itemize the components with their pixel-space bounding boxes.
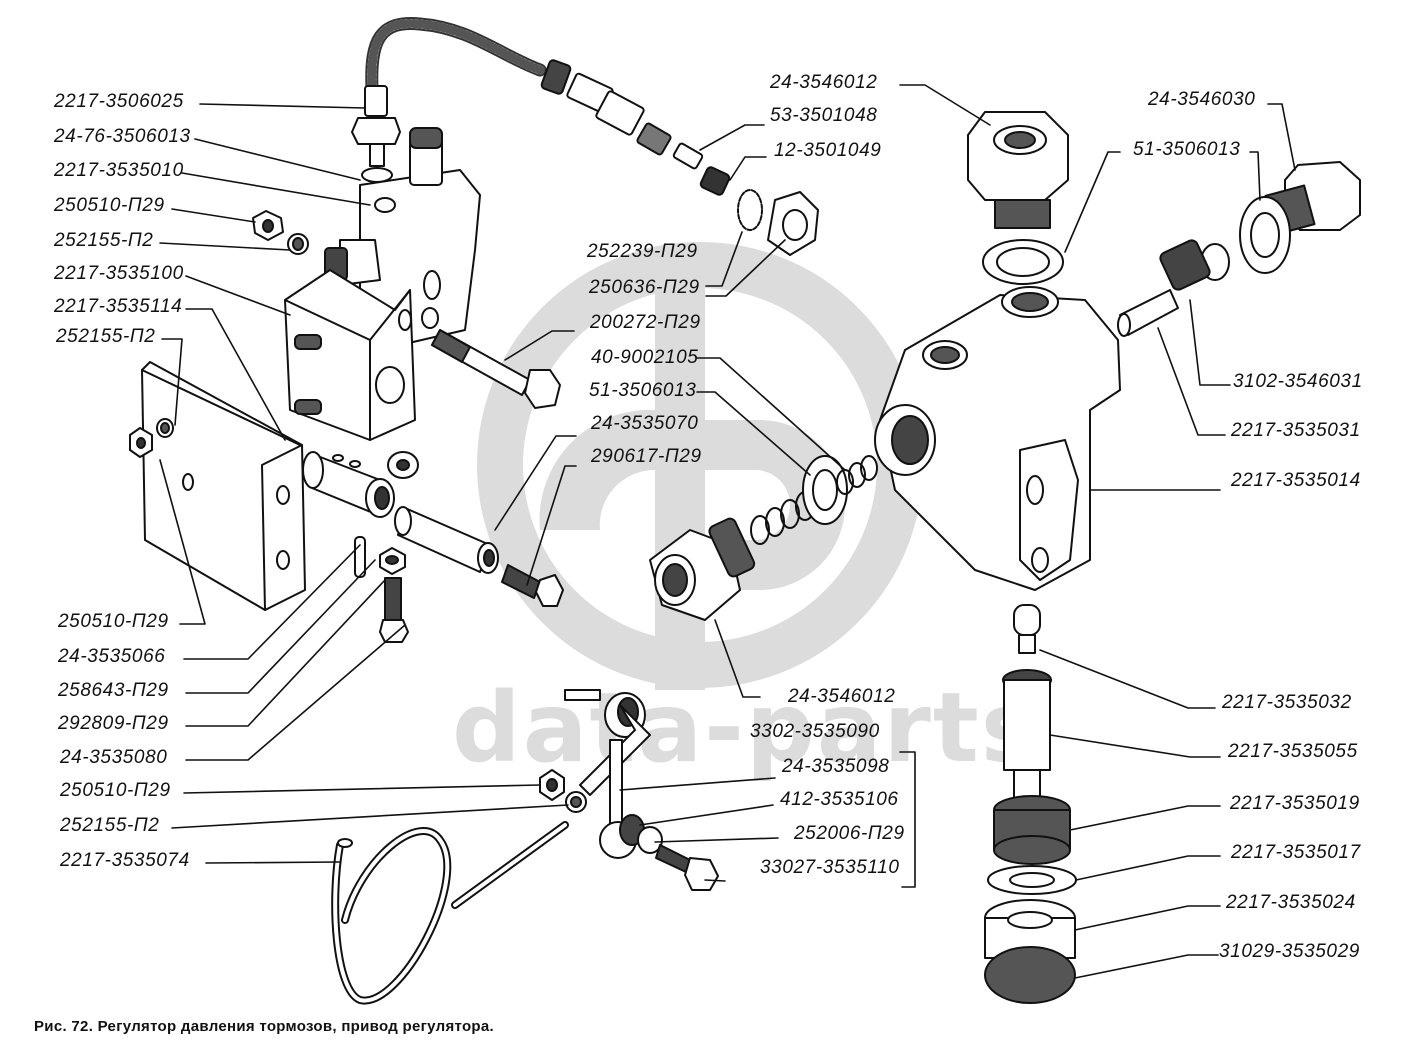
callout-label: 3302-3535090 [750,721,880,742]
callout-label: 51-3506013 [1133,139,1241,160]
watermark-text: data-parts [452,672,1040,784]
leader-lines [159,84,1296,979]
callout-label: 2217-3535100 [54,263,184,284]
callout-label: 252155-П2 [54,230,154,251]
callout-label: 33027-3535110 [760,857,900,878]
callout-label: 250510-П29 [60,780,171,801]
long-bolt-drawing [431,329,561,409]
callout-label: 258643-П29 [58,680,169,701]
callout-label: 24-3535066 [58,646,166,667]
callout-label: 40-9002105 [591,347,699,368]
callout-label: 250636-П29 [589,277,700,298]
callout-label: 252155-П2 [60,815,160,836]
callout-label: 3102-3546031 [1233,371,1363,392]
pin-nut-bolt-drawing [354,536,409,643]
callout-label: 24-3535098 [782,756,890,777]
callout-label: 24-3546012 [788,686,896,707]
spring-assembly-drawing [649,455,878,621]
callout-label: 51-3506013 [589,380,697,401]
callout-label: 250510-П29 [54,195,165,216]
piston-stack-drawing [984,604,1077,1004]
callout-label: 2217-3535074 [60,850,190,871]
callout-label: 290617-П29 [591,446,702,467]
callout-label: 2217-3535055 [1228,741,1358,762]
callout-label: 2217-3535031 [1231,420,1361,441]
callout-label: 2217-3535014 [1231,470,1361,491]
callout-label: 31029-3535029 [1219,941,1360,962]
callout-label: 200272-П29 [590,312,701,333]
callout-label: 2217-3506025 [54,91,184,112]
callout-label: 2217-3535114 [54,296,183,317]
regulator-body-left-drawing [252,127,481,441]
lever-bushing-drawing [302,451,419,518]
callout-label: 252155-П2 [56,326,156,347]
callout-label: 12-3501049 [774,140,882,161]
callout-label: 252239-П29 [587,241,698,262]
callout-label: 24-3535070 [591,413,699,434]
callout-label: 2217-3535019 [1230,793,1360,814]
callout-label: 250510-П29 [58,611,169,632]
callout-label: 252006-П29 [794,823,905,844]
callout-label: 53-3501048 [770,105,878,126]
callout-label: 2217-3535017 [1231,842,1361,863]
callout-label: 24-3535080 [60,747,168,768]
regulator-body-right-drawing [874,111,1361,591]
callout-label: 24-3546012 [770,72,878,93]
callout-label: 24-3546030 [1148,89,1256,110]
shaft-and-short-bolt-drawing [394,506,564,607]
lever-and-rod-drawing [331,689,719,1005]
callout-label: 2217-3535032 [1222,692,1352,713]
mounting-plate-drawing [129,361,306,611]
callout-label: 2217-3535010 [54,160,184,181]
lock-washer-and-nut-drawing [737,189,819,256]
brake-hose-drawing [351,17,731,196]
callout-label: 412-3535106 [780,789,899,810]
figure-caption: Рис. 72. Регулятор давления тормозов, пр… [34,1018,494,1035]
callout-label: 2217-3535024 [1226,892,1356,913]
callout-label: 292809-П29 [58,713,169,734]
callout-label: 24-76-3506013 [54,126,191,147]
